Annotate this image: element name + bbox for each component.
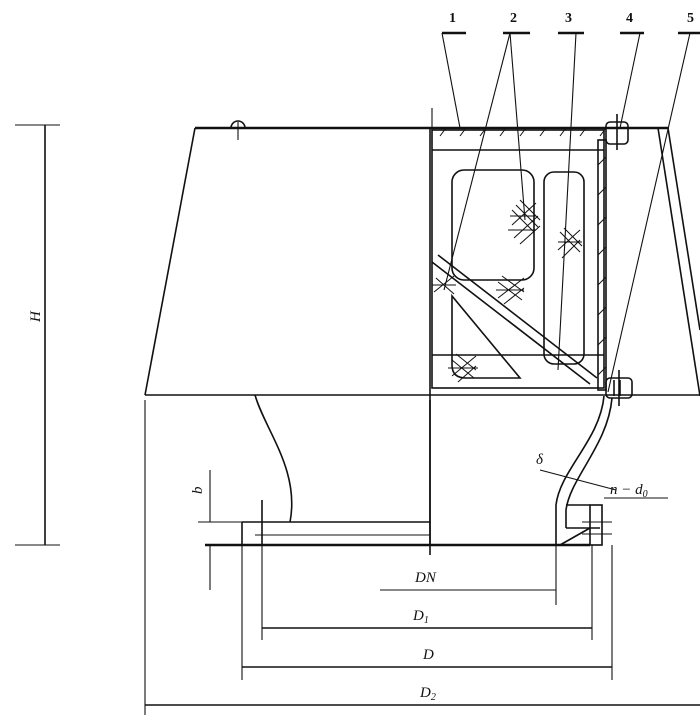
callout-2: 2 [510, 11, 517, 26]
dim-bolts: n − d0 [610, 482, 648, 500]
dim-b: b [190, 486, 206, 494]
dim-D2: D2 [419, 685, 436, 703]
dim-H: H [28, 310, 44, 323]
callout-numbers: 1 2 3 4 5 [449, 11, 694, 26]
dim-D: D [422, 647, 434, 663]
side-wall-hatch [597, 156, 607, 376]
callout-5: 5 [687, 11, 694, 26]
dim-DN: DN [414, 570, 437, 586]
dim-D1: D1 [412, 608, 429, 626]
dimension-labels: H b DN D1 D D2 δ n − d0 [28, 310, 648, 703]
exterior-view [144, 108, 700, 547]
callout-leaders [441, 31, 700, 393]
dim-delta: δ [536, 452, 544, 468]
callout-4: 4 [626, 11, 633, 26]
wire-mesh-marks [432, 199, 583, 383]
dimension-lines [15, 124, 700, 715]
callout-3: 3 [565, 11, 572, 26]
callout-1: 1 [449, 11, 456, 26]
top-plate-hatch [439, 127, 607, 137]
section-view [429, 114, 700, 555]
